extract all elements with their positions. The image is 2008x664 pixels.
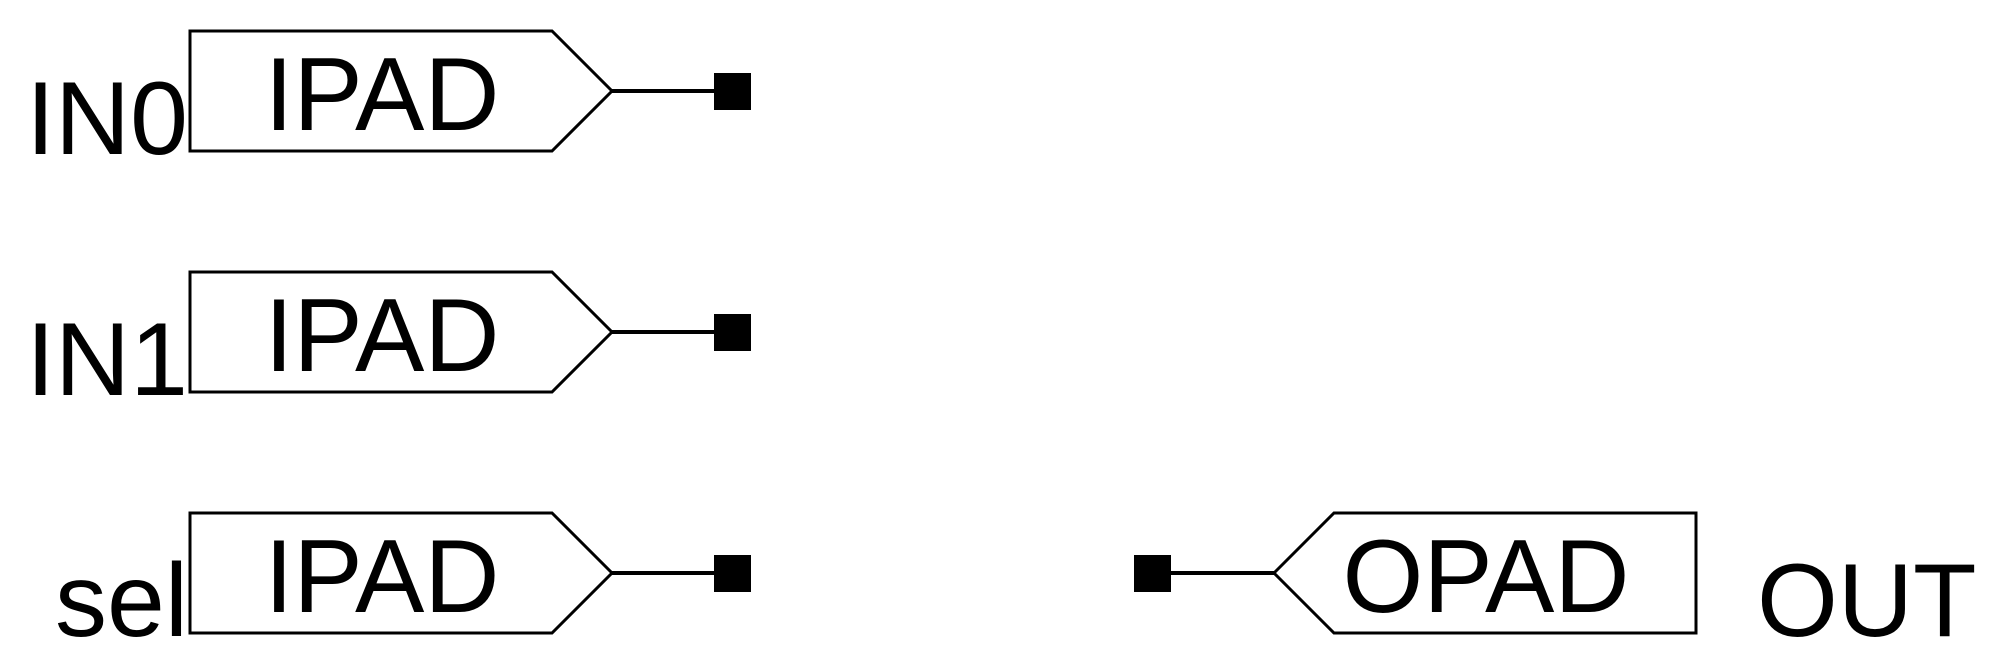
output-pad-out[interactable]: OPAD OUT — [1134, 511, 1977, 659]
ipad-shape-in0 — [188, 29, 615, 153]
port-label-in0: IN0 — [26, 61, 188, 177]
ipad-label-in1: IPAD — [264, 278, 499, 394]
ipad-label-in0: IPAD — [264, 37, 499, 153]
opad-label-out: OPAD — [1342, 519, 1629, 635]
ipad-label-sel: IPAD — [264, 519, 499, 635]
port-label-sel: sel — [55, 543, 188, 659]
input-pad-in1[interactable]: IN1 IPAD — [26, 270, 751, 418]
pin-out[interactable] — [1134, 555, 1171, 592]
pin-in1[interactable] — [714, 314, 751, 351]
ipad-shape-in1 — [188, 270, 615, 394]
pin-sel[interactable] — [714, 555, 751, 592]
port-label-in1: IN1 — [26, 302, 188, 418]
port-label-out: OUT — [1757, 543, 1977, 659]
pin-in0[interactable] — [714, 73, 751, 110]
opad-shape-out — [1271, 511, 1698, 635]
ipad-shape-sel — [188, 511, 615, 635]
input-pad-sel[interactable]: sel IPAD — [55, 511, 751, 659]
input-pad-in0[interactable]: IN0 IPAD — [26, 29, 751, 177]
